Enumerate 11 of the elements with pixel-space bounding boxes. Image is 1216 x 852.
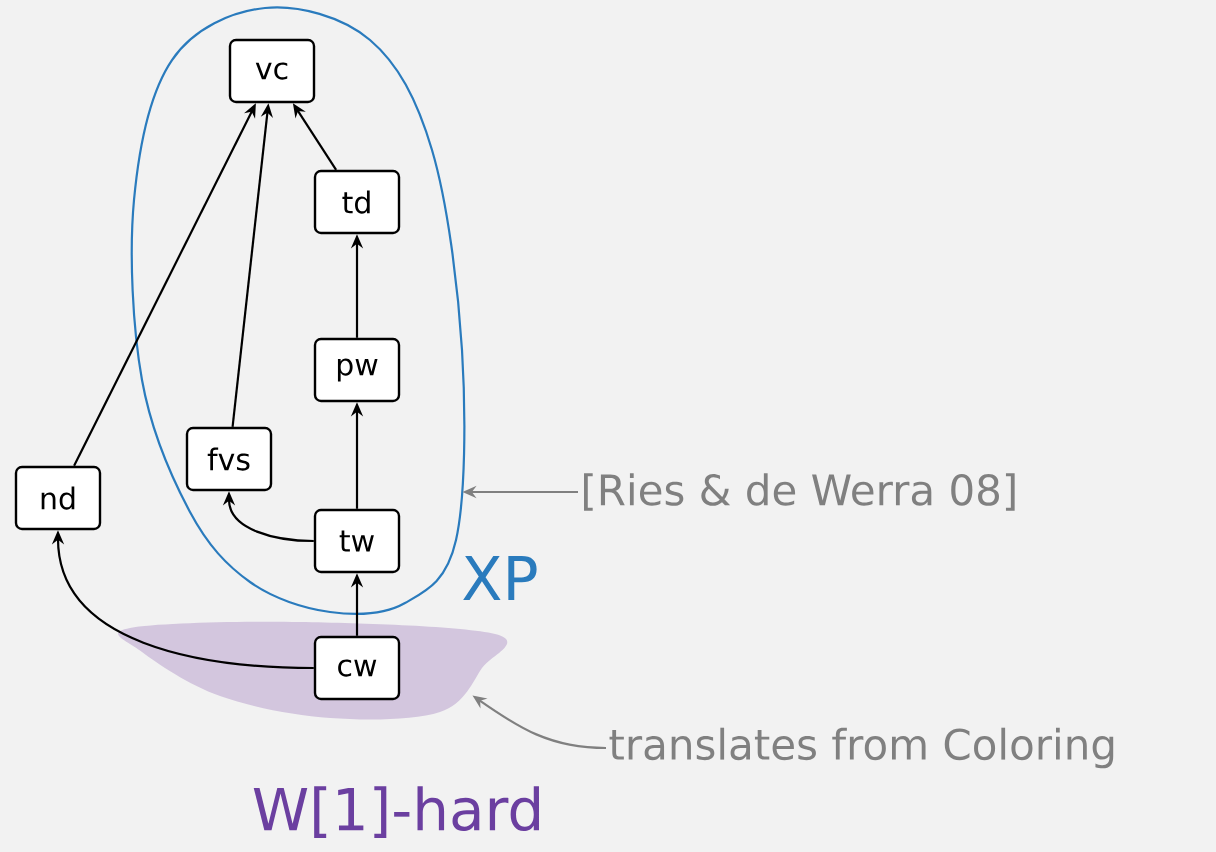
process-box: tw <box>313 508 401 574</box>
annotation: translates from Coloring <box>609 727 1114 769</box>
process-box: nd <box>14 465 102 531</box>
process-box: fvs <box>185 426 273 492</box>
process-box: vc <box>228 38 316 104</box>
region-label: W[1]-hard <box>253 786 539 838</box>
process-box: td <box>313 169 401 235</box>
region-label: XP <box>463 556 537 600</box>
annotation: [Ries & de Werra 08] <box>584 473 1015 511</box>
process-box: pw <box>313 337 401 403</box>
process-box: cw <box>313 635 401 701</box>
